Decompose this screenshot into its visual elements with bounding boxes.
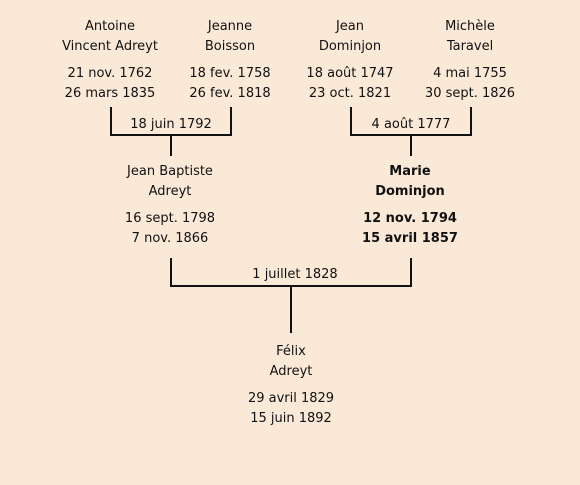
person-birth-date: 16 sept. 1798 <box>124 211 216 226</box>
person-death-date: 23 oct. 1821 <box>308 86 392 101</box>
person-first-name: Marie <box>389 164 431 179</box>
person-first-name: Jean <box>335 19 365 34</box>
person-last-name: Taravel <box>446 39 494 54</box>
person-death-date: 30 sept. 1826 <box>424 86 516 101</box>
connector-maternal-right <box>470 107 472 136</box>
person-death-date: 26 fev. 1818 <box>189 86 271 101</box>
person-first-name: Félix <box>276 344 306 359</box>
person-death-date: 15 avril 1857 <box>362 231 458 246</box>
person-jeanne-boisson: Jeanne Boisson 18 fev. 1758 26 fev. 1818 <box>170 17 290 104</box>
person-first-name: Jean Baptiste <box>127 164 213 179</box>
person-death-date: 15 juin 1892 <box>250 411 332 426</box>
person-jean-baptiste-adreyt: Jean Baptiste Adreyt 16 sept. 1798 7 nov… <box>100 162 240 249</box>
person-first-name: Jeanne <box>207 19 253 34</box>
connector-maternal-left <box>350 107 352 136</box>
person-birth-date: 29 avril 1829 <box>247 391 335 406</box>
connector-parents-down <box>290 285 292 333</box>
marriage-date-parents: 1 juillet 1828 <box>236 267 354 283</box>
person-jean-dominjon: Jean Dominjon 18 août 1747 23 oct. 1821 <box>290 17 410 104</box>
marriage-date-paternal: 18 juin 1792 <box>121 117 221 133</box>
connector-parents-right <box>410 258 412 287</box>
person-michele-taravel: Michèle Taravel 4 mai 1755 30 sept. 1826 <box>410 17 530 104</box>
person-last-name: Adreyt <box>269 364 313 379</box>
person-antoine-vincent-adreyt: Antoine Vincent Adreyt 21 nov. 1762 26 m… <box>50 17 170 104</box>
connector-maternal-down <box>410 134 412 156</box>
person-birth-date: 18 fev. 1758 <box>189 66 271 81</box>
person-last-name: Dominjon <box>375 184 445 199</box>
person-marie-dominjon: Marie Dominjon 12 nov. 1794 15 avril 185… <box>340 162 480 249</box>
connector-paternal-right <box>230 107 232 136</box>
person-death-date: 26 mars 1835 <box>64 86 156 101</box>
person-last-name: Boisson <box>204 39 256 54</box>
person-first-name: Antoine <box>84 19 136 34</box>
person-last-name: Adreyt <box>148 184 192 199</box>
marriage-date-maternal: 4 août 1777 <box>361 117 461 133</box>
connector-parents-left <box>170 258 172 287</box>
person-last-name: Vincent Adreyt <box>62 39 158 54</box>
person-last-name: Dominjon <box>318 39 382 54</box>
person-felix-adreyt: Félix Adreyt 29 avril 1829 15 juin 1892 <box>216 342 366 429</box>
person-birth-date: 18 août 1747 <box>306 66 394 81</box>
connector-paternal-down <box>170 134 172 156</box>
person-birth-date: 4 mai 1755 <box>433 66 507 81</box>
person-first-name: Michèle <box>445 19 495 34</box>
person-death-date: 7 nov. 1866 <box>131 231 209 246</box>
person-birth-date: 12 nov. 1794 <box>363 211 457 226</box>
connector-paternal-left <box>110 107 112 136</box>
person-birth-date: 21 nov. 1762 <box>67 66 153 81</box>
